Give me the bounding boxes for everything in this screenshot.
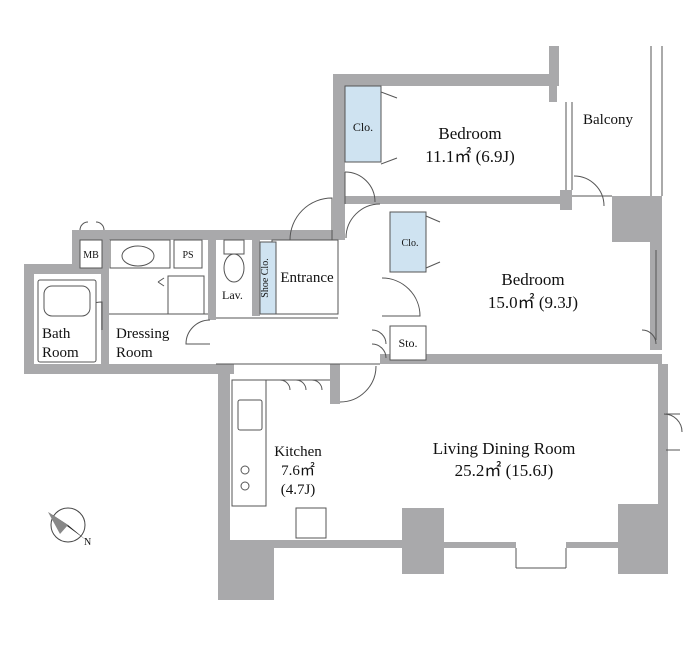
- wall-bath-top: [24, 264, 108, 274]
- kitchen-area: 7.6㎡: [281, 462, 315, 479]
- shoe-closet: [259, 241, 277, 315]
- bedroom1-area: 11.1㎡ (6.9J): [425, 147, 515, 166]
- mb-box: [79, 239, 103, 269]
- compass-needle-light: [48, 512, 68, 534]
- wall-living-bottom-left: [274, 540, 404, 548]
- wall-bath-dressing: [101, 240, 109, 364]
- wall-living-bottom-mid: [444, 542, 516, 548]
- dressing-label-1: Dressing: [116, 326, 170, 342]
- fridge-space: [295, 507, 327, 539]
- balcony-door-icon: [573, 175, 605, 207]
- kitchen-area-j: (4.7J): [281, 482, 316, 498]
- doors: [73, 171, 683, 433]
- washer-space: [167, 275, 205, 315]
- wall-column-right-top: [612, 196, 662, 242]
- lav-label: Lav.: [222, 288, 243, 302]
- toilet-icon: [223, 253, 245, 283]
- storage-label: Sto.: [398, 336, 417, 350]
- basin-icon: [121, 245, 155, 267]
- toilet-tank: [223, 239, 245, 255]
- stove-burner-icon: [240, 465, 250, 475]
- bedroom2-name: Bedroom: [501, 270, 564, 289]
- entrance-label: Entrance: [280, 270, 334, 286]
- wall-bath-left: [24, 264, 34, 374]
- wall-bedroom1-right-bottom: [560, 190, 572, 210]
- wall-dressing-lav: [208, 240, 216, 320]
- interior-lines: [109, 46, 680, 569]
- wall-lav-shoe: [252, 240, 260, 316]
- ps-label: PS: [182, 250, 193, 261]
- walls: [24, 46, 668, 600]
- balcony-label: Balcony: [583, 112, 633, 128]
- closet-bedroom1: [344, 85, 382, 163]
- wall-column-bottom-left: [218, 540, 274, 600]
- wall-living-right: [658, 364, 668, 514]
- mb-door-icon: [79, 221, 105, 231]
- wall-between-bedrooms: [345, 196, 560, 204]
- entrance-door-icon: [289, 197, 333, 241]
- wall-living-bottom-right: [566, 542, 618, 548]
- living-name: Living Dining Room: [433, 439, 576, 458]
- closet1-label: Clo.: [353, 120, 373, 134]
- wall-bedroom1-right: [549, 86, 557, 102]
- dressing-label-2: Room: [116, 345, 153, 361]
- wall-bath-bottom: [24, 364, 234, 374]
- shoe-closet-label: Shoe Clo.: [260, 258, 271, 297]
- wall-top-service: [72, 230, 342, 240]
- storage-door-icon: [371, 329, 387, 359]
- bathtub-basin: [43, 285, 91, 317]
- window-swing-icon: [663, 413, 683, 433]
- stove-burner-icon: [240, 481, 250, 491]
- mb-label: MB: [83, 250, 99, 261]
- wall-kitchen-right: [330, 364, 340, 404]
- bath-label-2: Room: [42, 345, 79, 361]
- wall-mb-left: [72, 230, 82, 266]
- kitchen-sink: [237, 399, 263, 431]
- bedroom2-area: 15.0㎡ (9.3J): [488, 293, 578, 312]
- closet2-label: Clo.: [402, 238, 419, 249]
- bedroom1-name: Bedroom: [438, 124, 501, 143]
- bedroom2-door-icon: [381, 277, 421, 317]
- living-area: 25.2㎡ (15.6J): [455, 461, 554, 480]
- fixtures: [37, 239, 245, 363]
- ps-box: [173, 239, 203, 269]
- lav-door-icon: [185, 319, 211, 345]
- pantry-door-icon: [279, 379, 323, 391]
- compass-label: N: [84, 537, 91, 548]
- closet2-door-icon: [425, 215, 441, 269]
- arrow-icon: [157, 277, 165, 287]
- wall-column-bottom-mid: [402, 508, 444, 574]
- closets: [259, 85, 441, 361]
- wall-column-bottom-right: [618, 504, 668, 574]
- bath-label-1: Bath: [42, 326, 71, 342]
- window-swing-icon: [641, 329, 657, 345]
- wall-bedroom2-bottom: [380, 354, 662, 364]
- wall-entrance-right: [333, 190, 345, 240]
- storage-box: [389, 325, 427, 361]
- wall-top-right-stub: [549, 46, 559, 86]
- bedroom1-door-icon: [344, 171, 376, 203]
- closet1-door-icon: [380, 91, 398, 165]
- wall-top-bedroom1: [333, 74, 559, 86]
- wall-left-bedroom1: [333, 74, 345, 190]
- kitchen-name: Kitchen: [274, 444, 322, 460]
- north-arrow-icon: N: [48, 507, 91, 548]
- closet-bedroom2: [389, 211, 427, 273]
- bedroom2-door-arc: [345, 203, 381, 239]
- labels: Bedroom 11.1㎡ (6.9J) Bedroom 15.0㎡ (9.3J…: [42, 112, 633, 498]
- living-door-icon: [339, 365, 377, 403]
